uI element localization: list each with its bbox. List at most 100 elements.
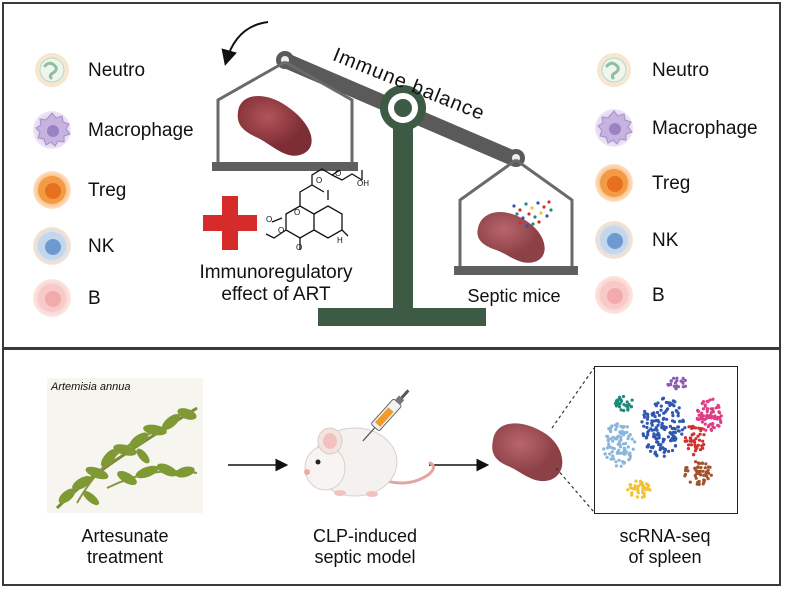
umap-point-yellow xyxy=(647,484,651,488)
umap-point-purple xyxy=(672,384,676,388)
umap-point-blue xyxy=(654,425,658,430)
umap-point-blue xyxy=(665,408,669,412)
umap-point-lightblue xyxy=(617,458,621,462)
umap-point-lightblue xyxy=(624,450,628,454)
panel-divider xyxy=(2,347,781,350)
umap-point-lightblue xyxy=(610,424,614,428)
umap-point-pink xyxy=(712,416,717,421)
umap-point-red xyxy=(697,426,701,430)
umap-point-lightblue xyxy=(622,430,626,434)
umap-point-pink xyxy=(712,426,716,430)
umap-point-blue xyxy=(670,411,675,415)
umap-point-purple xyxy=(669,382,673,386)
umap-point-yellow xyxy=(640,483,645,487)
umap-point-blue xyxy=(667,449,671,453)
umap-point-blue xyxy=(666,435,670,439)
umap-point-purple xyxy=(666,382,670,387)
umap-point-pink xyxy=(711,407,715,411)
umap-point-brown xyxy=(702,473,706,477)
umap-point-blue xyxy=(654,437,658,441)
umap-point-blue xyxy=(665,417,669,421)
umap-point-red xyxy=(692,432,696,436)
umap-point-blue xyxy=(668,431,672,435)
umap-point-blue xyxy=(653,415,657,419)
step2-caption-line1: CLP-induced xyxy=(312,526,418,546)
umap-point-purple xyxy=(674,387,678,391)
umap-point-yellow xyxy=(648,488,652,492)
umap-point-brown xyxy=(696,461,700,465)
umap-point-blue xyxy=(677,406,681,410)
umap-point-pink xyxy=(695,416,699,421)
umap-point-blue xyxy=(655,428,659,432)
umap-point-purple xyxy=(673,381,678,385)
umap-point-pink xyxy=(701,407,705,411)
zoom-line-top xyxy=(551,367,595,429)
umap-point-teal xyxy=(618,402,622,406)
umap-point-lightblue xyxy=(631,447,635,451)
umap-point-brown xyxy=(683,474,687,478)
umap-point-blue xyxy=(650,423,654,427)
umap-point-blue xyxy=(662,411,666,415)
b-cell-icon xyxy=(33,279,71,317)
umap-point-lightblue xyxy=(605,455,609,459)
umap-point-pink xyxy=(703,417,707,422)
umap-point-yellow xyxy=(635,495,639,499)
umap-point-brown xyxy=(702,479,706,483)
umap-point-blue xyxy=(677,429,681,433)
svg-text:O: O xyxy=(278,226,284,235)
right-legend-neutro: Neutro xyxy=(652,60,710,81)
umap-point-blue xyxy=(647,429,651,433)
umap-point-brown xyxy=(695,472,699,476)
umap-point-blue xyxy=(662,416,666,420)
umap-point-pink xyxy=(717,410,721,414)
left-pan xyxy=(212,60,358,171)
structure-atom-labels: O O O OH O O O H xyxy=(266,169,369,252)
balance-scale: O O O OH O O O H xyxy=(203,21,578,326)
umap-point-pink xyxy=(703,422,707,426)
umap-point-blue xyxy=(654,404,658,408)
umap-point-red xyxy=(692,426,696,430)
umap-point-teal xyxy=(626,407,630,411)
umap-point-brown xyxy=(705,474,709,478)
umap-point-red xyxy=(692,439,696,443)
umap-point-blue xyxy=(668,401,672,405)
umap-point-yellow xyxy=(644,482,648,486)
umap-point-teal xyxy=(622,408,626,413)
umap-point-red xyxy=(699,428,703,433)
umap-point-blue xyxy=(653,452,657,456)
umap-point-teal xyxy=(621,394,626,399)
umap-point-pink xyxy=(699,416,703,420)
umap-point-blue xyxy=(655,454,659,458)
umap-point-brown xyxy=(704,462,708,466)
umap-point-blue xyxy=(655,418,659,422)
umap-point-pink xyxy=(711,397,715,401)
umap-point-blue xyxy=(650,419,654,423)
umap-point-teal xyxy=(629,405,633,409)
umap-point-red xyxy=(700,444,704,448)
step1-caption-line2: treatment xyxy=(86,547,164,567)
umap-point-brown xyxy=(683,468,688,473)
umap-point-pink xyxy=(704,428,708,432)
mouse-icon xyxy=(304,427,435,497)
umap-point-lightblue xyxy=(615,425,619,429)
umap-point-lightblue xyxy=(608,452,612,456)
umap-point-red xyxy=(685,439,689,443)
umap-point-pink xyxy=(716,423,720,427)
umap-point-brown xyxy=(697,469,701,473)
umap-point-lightblue xyxy=(614,427,618,432)
umap-point-blue xyxy=(674,409,678,413)
plus-cross-icon xyxy=(203,196,257,250)
left-legend-macrophage: Macrophage xyxy=(88,120,194,141)
umap-point-blue xyxy=(681,419,685,423)
umap-point-yellow xyxy=(638,479,643,483)
umap-point-blue xyxy=(661,446,665,450)
macrophage-cell-icon xyxy=(595,109,633,147)
umap-point-teal xyxy=(618,395,622,399)
umap-point-pink xyxy=(718,418,722,422)
umap-point-blue xyxy=(651,446,655,450)
spleen-bottom-icon xyxy=(492,423,563,482)
umap-point-lightblue xyxy=(602,447,606,451)
umap-point-lightblue xyxy=(618,445,622,449)
umap-point-blue xyxy=(676,411,680,415)
